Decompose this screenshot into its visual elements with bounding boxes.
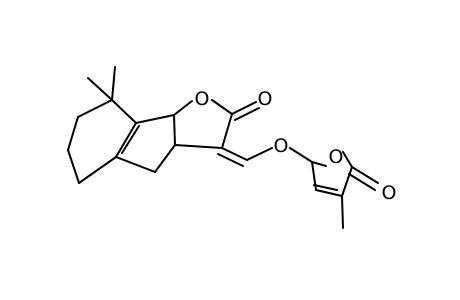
atom-label-butenolide-carbonyl-oxygen: O bbox=[382, 182, 397, 204]
atom-label-butenolide-ring-oxygen: O bbox=[329, 146, 344, 168]
atom-label-carbonyl-oxygen: O bbox=[258, 88, 273, 110]
atom-label-ether-oxygen: O bbox=[274, 135, 289, 157]
atom-label-ring-oxygen: O bbox=[195, 88, 210, 110]
bond-lines bbox=[67, 66, 379, 229]
